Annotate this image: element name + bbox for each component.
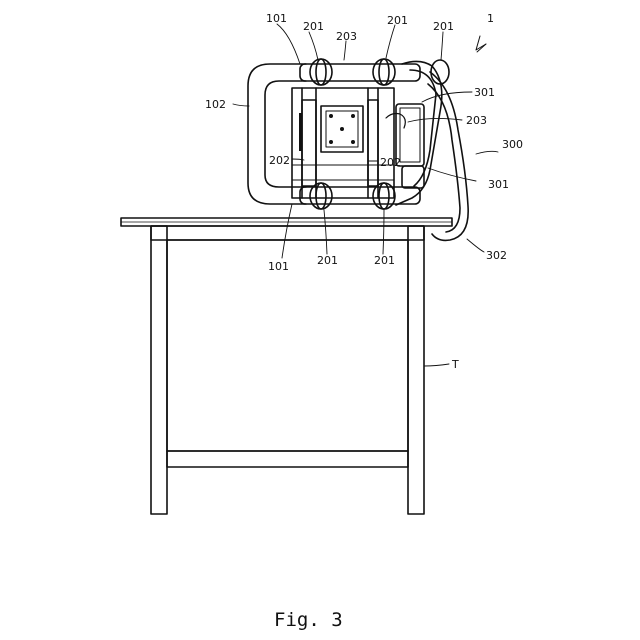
label-handle-bar-bottom: 101: [268, 260, 289, 273]
bracket-right: [368, 100, 378, 186]
label-unit: 300: [502, 138, 523, 151]
label-plate-right: 203: [466, 114, 487, 127]
table-rail-top: [151, 226, 424, 240]
label-holder-lower: 301: [488, 178, 509, 191]
handle-bar-bottom: [300, 187, 420, 204]
label-assembly: 1: [487, 12, 494, 25]
label-clamp-bottom-left: 201: [317, 254, 338, 267]
bracket-left: [302, 100, 316, 186]
center-body: [292, 88, 394, 198]
table-leg-right: [408, 226, 424, 514]
label-clamp-top-right: 201: [433, 20, 454, 33]
label-handle-bar-top: 101: [266, 12, 287, 25]
handle-tube-outer: [248, 64, 306, 204]
label-clamp-bottom-right: 201: [374, 254, 395, 267]
label-bracket-left: 202: [269, 154, 290, 167]
label-plate-top: 203: [336, 30, 357, 43]
label-clamp-top-mid: 201: [387, 14, 408, 27]
label-holder-upper: 301: [474, 86, 495, 99]
table-leg-left: [151, 226, 167, 514]
unit-300: [386, 61, 468, 240]
label-cable: 302: [486, 249, 507, 262]
label-side-frame: 102: [205, 98, 226, 111]
label-table: T: [451, 358, 459, 371]
table-rail-bottom: [167, 451, 408, 467]
label-bracket-right: 202: [380, 156, 401, 169]
label-clamp-top-left: 201: [303, 20, 324, 33]
handle-bar-top: [300, 64, 420, 81]
figure-caption: Fig. 3: [274, 609, 343, 631]
labels: 1 101 201 203 201 201 102 301 203 300 30…: [205, 12, 523, 631]
